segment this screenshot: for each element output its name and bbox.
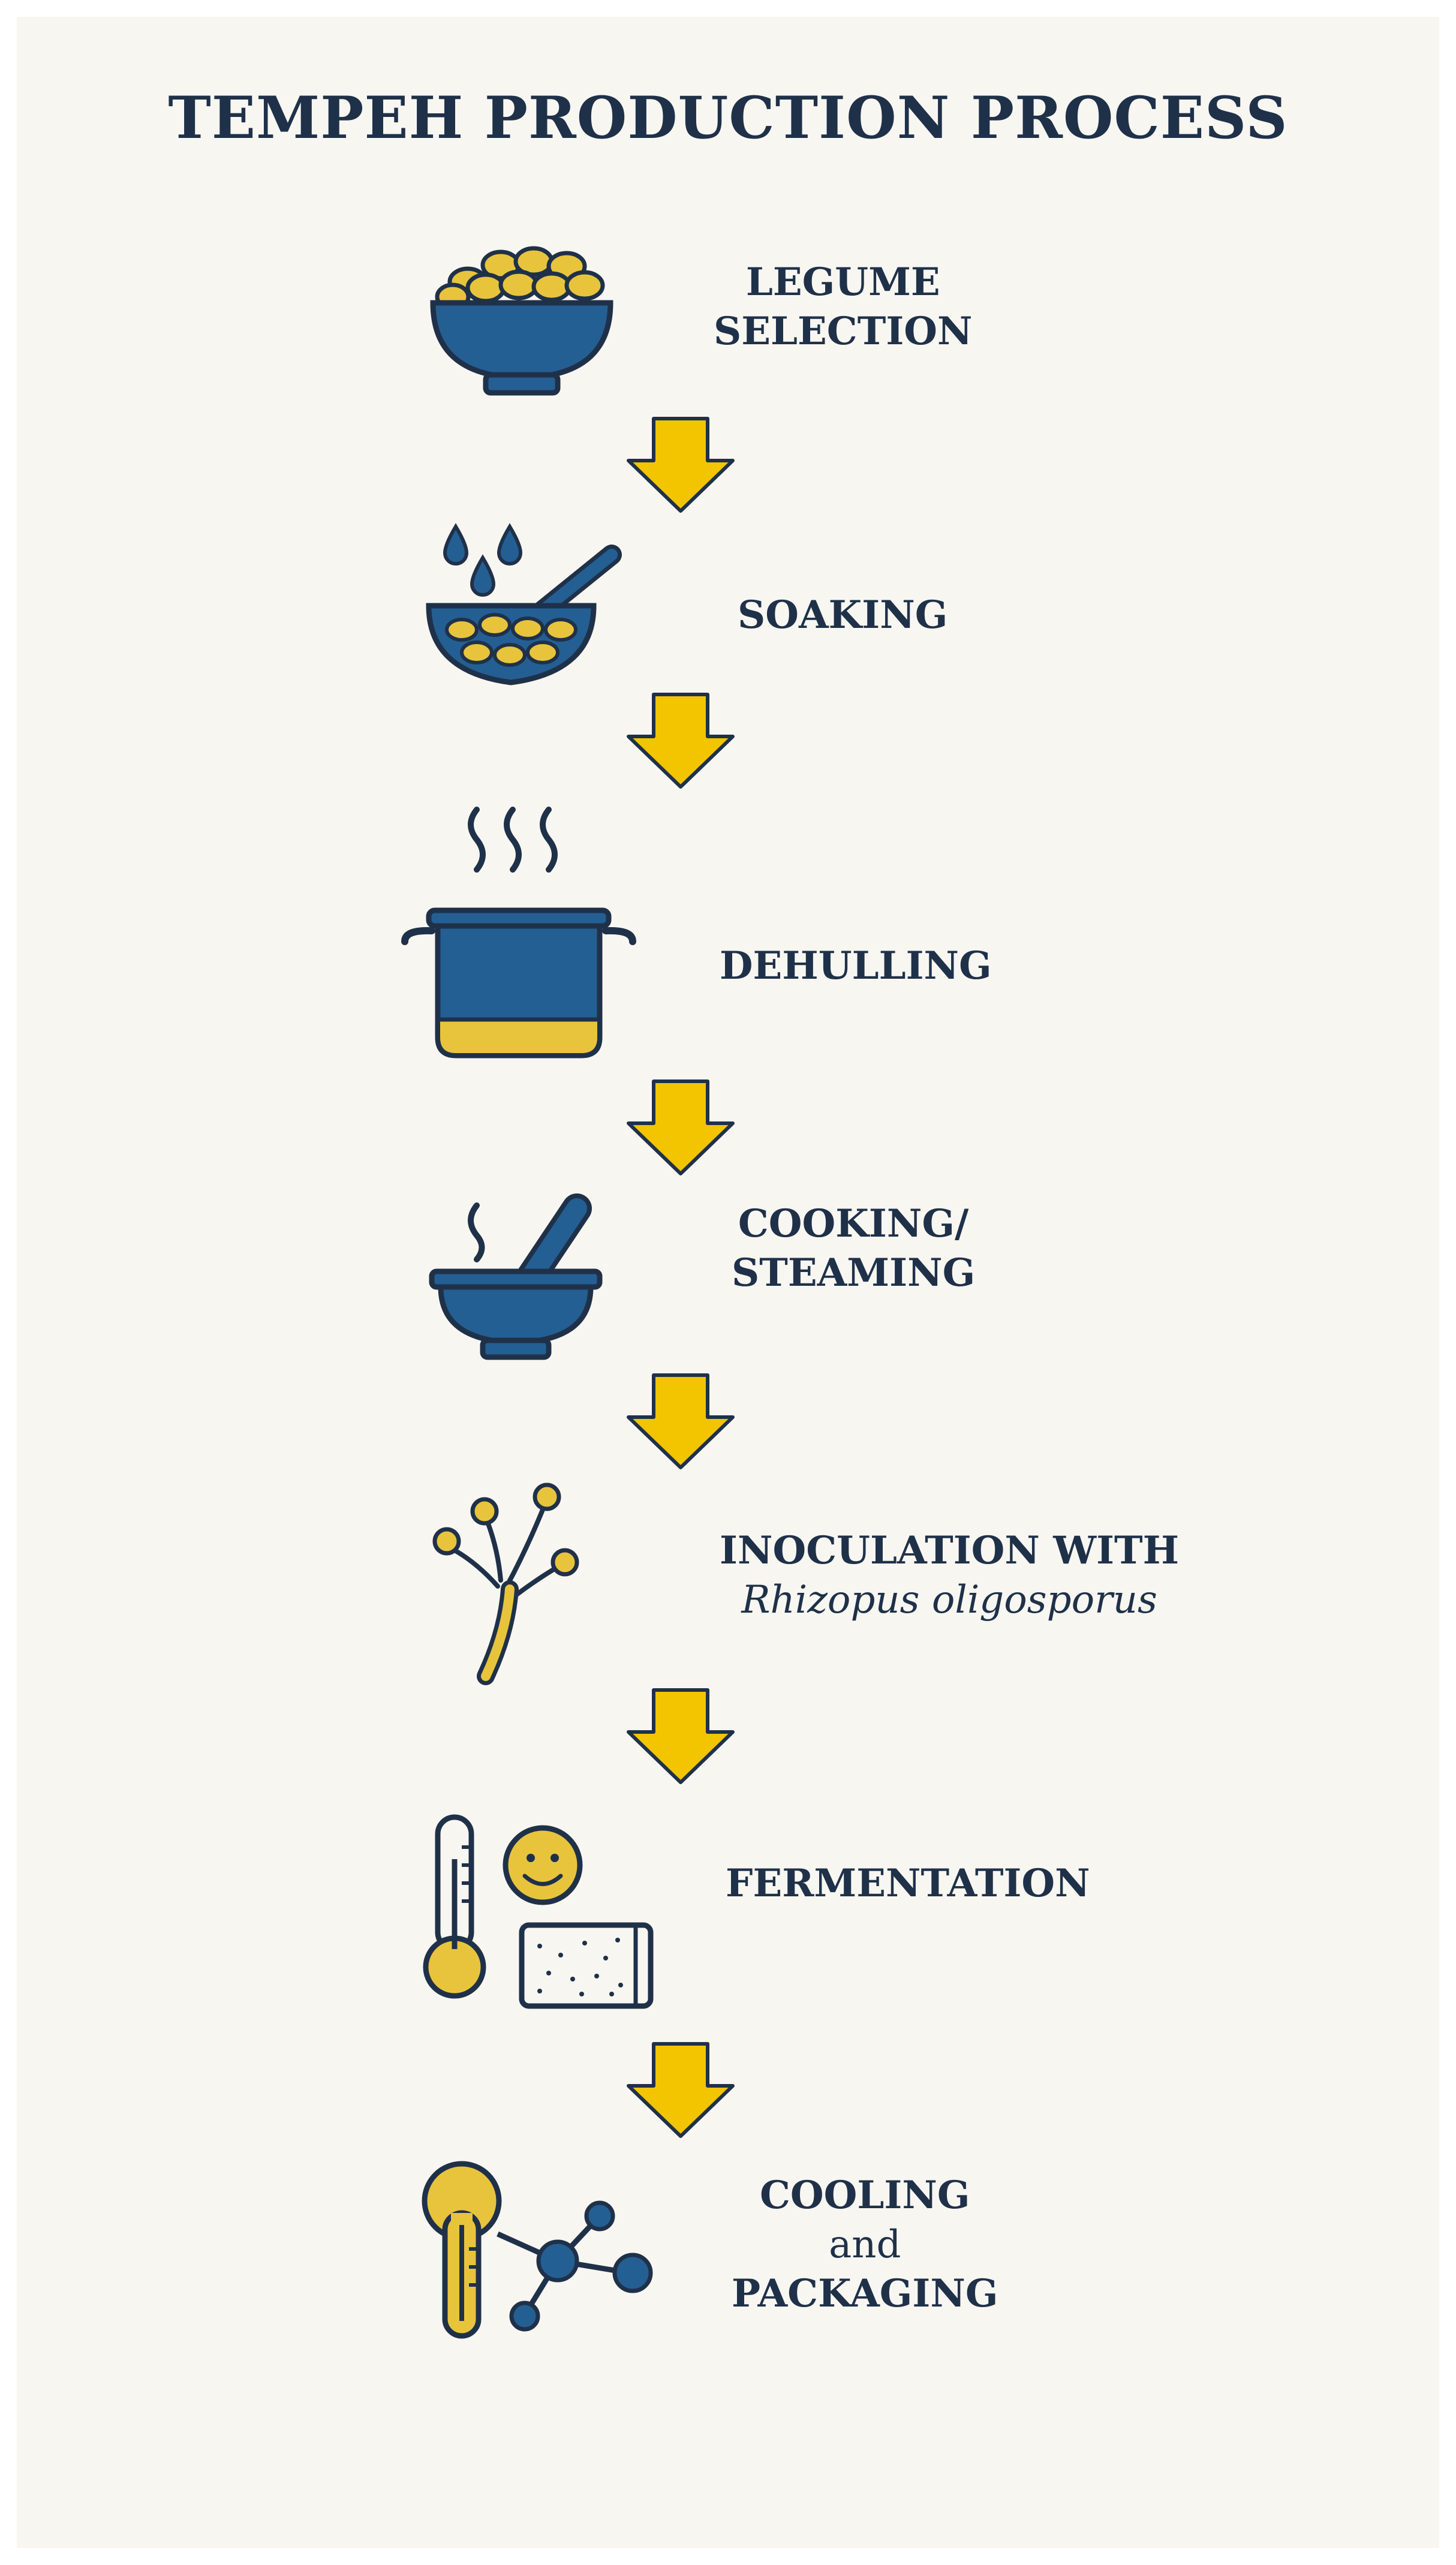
arrow-down-icon [627, 2042, 735, 2138]
mortar-pestle-icon [429, 1193, 603, 1360]
arrow-down-icon [627, 417, 735, 513]
cooking-pot-icon [401, 807, 636, 1059]
thermometer-molecule-icon [422, 2161, 653, 2339]
step-label-inoculation: INOCULATION WITH Rhizopus oligosporus [720, 1526, 1179, 1625]
fungus-branch-icon [432, 1483, 579, 1685]
poster-background [17, 17, 1439, 2548]
organism-name: Rhizopus oligosporus [741, 1578, 1157, 1622]
thermometer-smiley-tempeh-icon [423, 1814, 654, 2009]
step-label-cooking-steaming: COOKING/ STEAMING [732, 1201, 976, 1295]
step-label-dehulling: DEHULLING [720, 943, 992, 988]
arrow-down-icon [627, 1688, 735, 1784]
diagram-title: TEMPEH PRODUCTION PROCESS [168, 84, 1288, 152]
step-label-soaking: SOAKING [738, 593, 948, 638]
step-label-fermentation: FERMENTATION [726, 1861, 1090, 1906]
bowl-of-legumes-icon [430, 246, 613, 396]
soaking-bowl-icon [426, 523, 622, 685]
step-label-legume-selection: LEGUME SELECTION [714, 260, 973, 354]
arrow-down-icon [627, 1079, 735, 1175]
arrow-down-icon [627, 693, 735, 789]
step-label-cooling-packaging: COOLING and PACKAGING [732, 2173, 998, 2316]
arrow-down-icon [627, 1373, 735, 1469]
